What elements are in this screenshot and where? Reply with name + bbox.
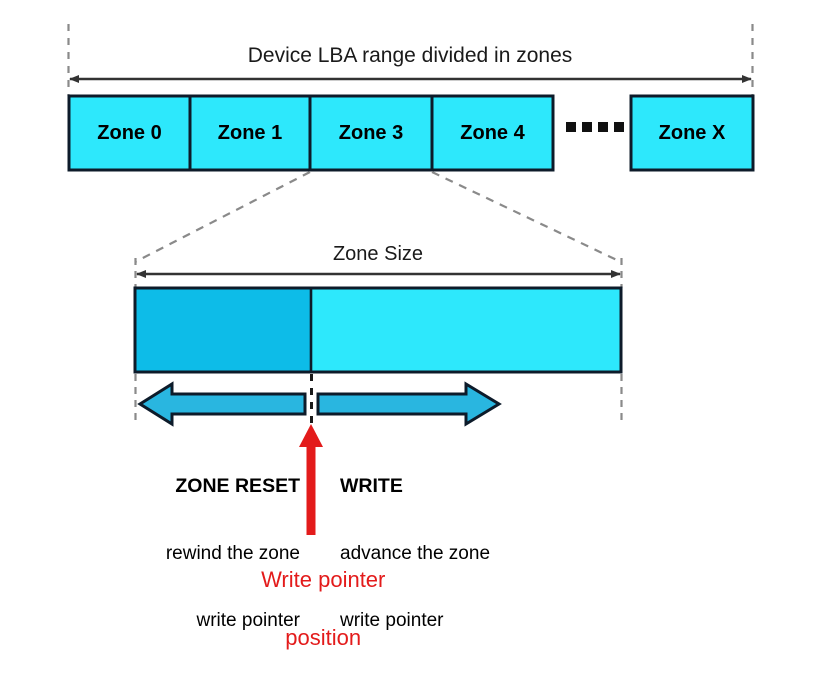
ellipsis-dot-2 — [582, 122, 592, 132]
zone-box-1 — [188, 94, 312, 172]
zone-written-region — [136, 289, 311, 371]
zone-box-x — [629, 94, 755, 172]
zone-box-4 — [430, 94, 555, 172]
zones-ellipsis — [566, 122, 624, 136]
diagram-canvas — [67, 24, 755, 535]
zone-label-3: Zone 3 — [338, 122, 404, 144]
zone-label-0: Zone 0 — [97, 122, 162, 144]
write-pointer-caption: Write pointer position — [191, 536, 431, 681]
zoom-guide-left — [134, 171, 311, 263]
zoom-guide-right — [431, 171, 622, 263]
zone-reset-title: ZONE RESET — [175, 474, 300, 497]
write-pointer-caption-line2: position — [285, 625, 362, 651]
zone-reset-desc-line1: rewind the zone — [165, 542, 300, 564]
zone-label-x: Zone X — [658, 122, 726, 144]
write-text-block: WRITE advance the zone write pointer — [340, 430, 600, 677]
zone-reset-arrow — [137, 381, 307, 427]
write-title: WRITE — [340, 474, 403, 497]
write-desc-line1: advance the zone — [340, 542, 491, 564]
zone-reset-text-block: ZONE RESET rewind the zone write pointer — [44, 430, 300, 677]
ellipsis-dot-4 — [614, 122, 624, 132]
ellipsis-dot-3 — [598, 122, 608, 132]
write-arrow — [316, 381, 502, 427]
write-pointer-caption-line1: Write pointer — [261, 567, 386, 593]
ellipsis-dot-1 — [566, 122, 576, 132]
zone-reset-desc-line2: write pointer — [196, 609, 301, 631]
zone-label-1: Zone 1 — [217, 122, 283, 144]
write-desc-line2: write pointer — [340, 609, 444, 631]
zoned-storage-diagram: Device LBA range divided in zones Zone 0… — [67, 24, 755, 650]
zone-label-4: Zone 4 — [460, 122, 525, 144]
write-pointer-red-head — [299, 424, 323, 447]
zone-size-caption: Zone Size — [332, 243, 424, 265]
lba-range-caption: Device LBA range divided in zones — [247, 44, 573, 67]
